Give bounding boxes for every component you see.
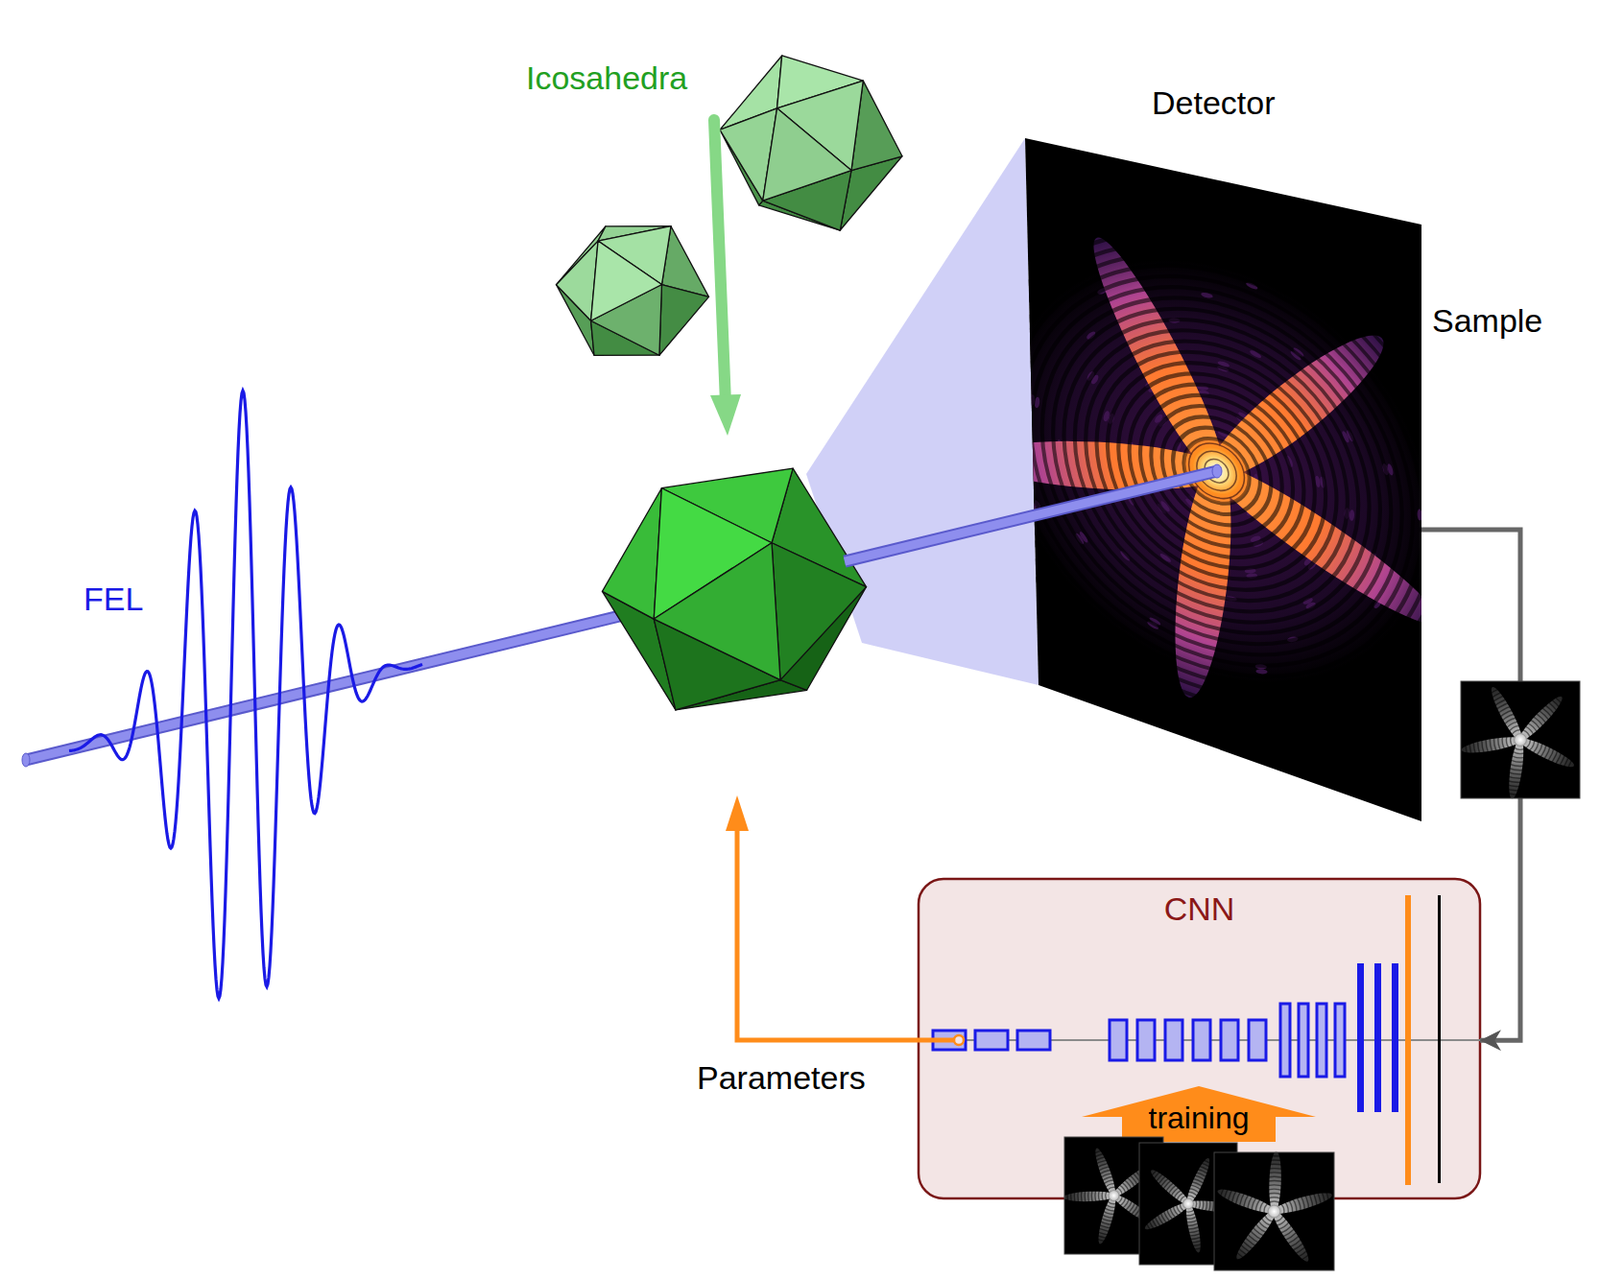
icosahedron-small (719, 55, 903, 231)
sample-icosahedron (601, 468, 866, 711)
node-title: Detector (1151, 84, 1276, 122)
parameters-arrow (725, 795, 964, 1046)
training-thumbnail (1214, 1151, 1335, 1271)
detector: Detector (1025, 138, 1422, 822)
diffraction-pattern (966, 185, 1462, 761)
node-title: CNN (1164, 890, 1236, 929)
fel-beam (844, 464, 1222, 562)
group-label: Icosahedra (525, 59, 688, 97)
cnn-box: CNN (918, 879, 1481, 1199)
detector-thumbnail (1460, 681, 1580, 800)
arrow-label: training (1148, 1100, 1250, 1137)
falling-arrow (710, 119, 741, 436)
training-arrow (1081, 1086, 1316, 1143)
fel-beam (22, 603, 672, 767)
part-label: Sample (1432, 302, 1543, 340)
source-label: FEL (83, 580, 144, 619)
icosahedron-small (556, 226, 710, 357)
cnn-layers (932, 895, 1481, 1186)
fel-pulse (69, 390, 423, 999)
arrow-label: Parameters (696, 1059, 866, 1098)
